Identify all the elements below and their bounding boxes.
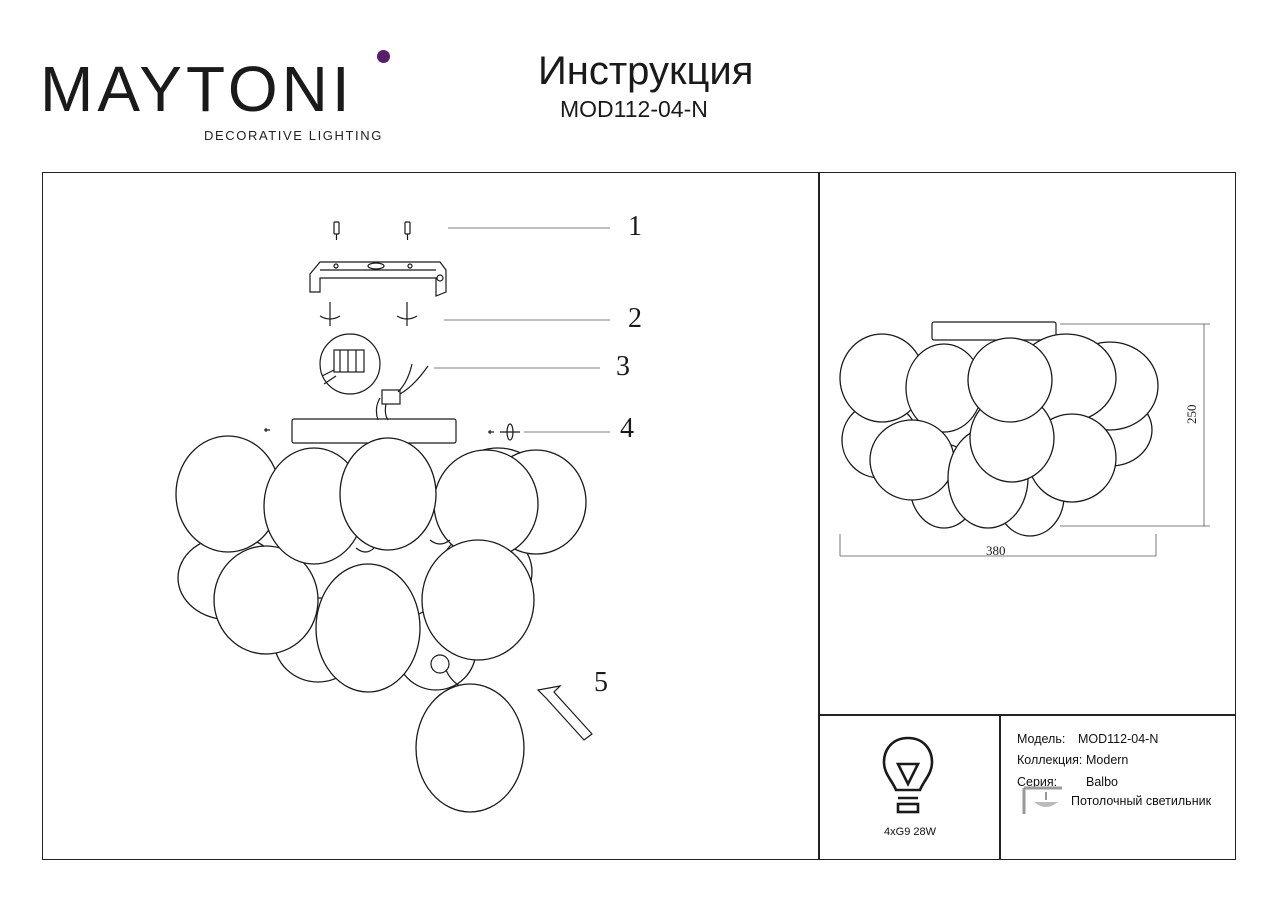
divider-vertical-main xyxy=(818,172,820,860)
logo-accent-dot xyxy=(377,50,390,63)
series-label: Серия: xyxy=(1017,775,1058,789)
bracket-screws xyxy=(319,302,418,326)
assembly-diagram xyxy=(175,221,610,813)
series-value: Balbo xyxy=(1086,775,1118,789)
step-number-3: 3 xyxy=(616,351,630,382)
model-value: MOD112-04-N xyxy=(1078,732,1159,746)
step-number-5: 5 xyxy=(594,667,608,698)
ceiling-lamp-icon xyxy=(1022,786,1062,814)
divider-horizontal-info xyxy=(818,714,1236,716)
model-label: Модель: xyxy=(1017,732,1066,746)
glass-shades-cluster xyxy=(175,435,587,693)
collection-value: Modern xyxy=(1086,753,1129,767)
terminal-block-detail xyxy=(319,333,429,421)
step-number-4: 4 xyxy=(620,413,634,444)
page-title: Инструкция xyxy=(538,49,754,93)
page-model-number: MOD112-04-N xyxy=(560,96,708,122)
brand-tagline: DECORATIVE LIGHTING xyxy=(204,128,383,143)
light-bulb-icon xyxy=(882,736,934,814)
step-number-1: 1 xyxy=(628,211,642,242)
mounting-screws xyxy=(333,221,411,240)
mounting-bracket xyxy=(309,261,447,297)
dimension-cluster-shades xyxy=(839,333,1159,537)
dimension-width: 380 xyxy=(986,543,1006,558)
brand-name: MAYTONI xyxy=(40,53,354,125)
product-type: Потолочный светильник xyxy=(1071,794,1212,808)
divider-vertical-info xyxy=(999,714,1001,860)
brand-logo: MAYTONI DECORATIVE LIGHTING xyxy=(40,48,392,148)
step-number-2: 2 xyxy=(628,303,642,334)
content-frame xyxy=(42,172,1236,860)
bulb-spec: 4xG9 28W xyxy=(884,826,936,838)
detached-glass-shade xyxy=(415,654,593,813)
dimension-height: 250 xyxy=(1184,404,1199,425)
collection-label: Коллекция: xyxy=(1017,753,1083,767)
dimension-drawing xyxy=(839,321,1210,557)
